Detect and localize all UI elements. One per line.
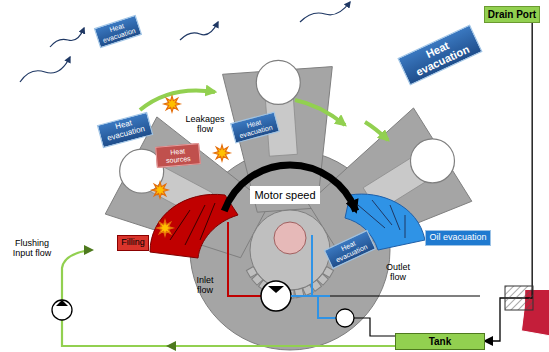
- heat-box: Heat evacuation: [397, 24, 482, 85]
- speed-box: Motor speed: [250, 186, 319, 204]
- heat-ray: [300, 2, 350, 22]
- node-text: Heat sources: [159, 147, 196, 165]
- node-text: Motor speed: [254, 189, 315, 201]
- oil-box: Oil evacuation: [425, 230, 490, 246]
- motor-symbol: [261, 281, 291, 311]
- leak-star: [164, 96, 180, 112]
- node-text: Oil evacuation: [429, 233, 486, 243]
- tank-box: Tank: [395, 333, 485, 350]
- leak-star: [214, 145, 230, 161]
- node-text: Heat evacuation: [99, 19, 138, 45]
- flush-pump-tri: [56, 300, 68, 306]
- leakage-arrow: [140, 90, 215, 110]
- node-text: Filling: [121, 238, 145, 248]
- leakage-arrow: [365, 122, 388, 140]
- flow-label: Outlet flow: [381, 262, 415, 283]
- oil-stream: [358, 205, 385, 228]
- flush-line: [62, 250, 398, 346]
- node-text: Heat evacuation: [402, 29, 477, 81]
- flow-label: Inlet flow: [190, 275, 220, 296]
- leakage-arrow: [295, 100, 345, 125]
- fill-stream: [185, 205, 205, 245]
- node-text: Tank: [399, 336, 481, 347]
- return-line: [354, 318, 395, 336]
- heat-ray: [50, 28, 84, 47]
- flow-label: Leakages flow: [182, 114, 228, 135]
- filling-box: Filling: [117, 235, 149, 251]
- inlet-line: [228, 222, 261, 296]
- source-box: Heat sources: [155, 143, 201, 168]
- filter-body: [505, 286, 533, 310]
- heat-ray: [20, 57, 70, 82]
- flush-arrow: [166, 341, 176, 351]
- rotation-arrow: [224, 165, 356, 211]
- oil-stream: [390, 205, 400, 230]
- node-text: Heat evacuation: [101, 116, 148, 144]
- port-box: Drain Port: [484, 6, 540, 23]
- motor-symbol-tri: [268, 286, 284, 293]
- shaft: [274, 222, 306, 254]
- leak-star: [157, 220, 173, 236]
- piston-roller: [410, 139, 454, 183]
- gear-body: [250, 210, 330, 290]
- leak-star: [152, 182, 168, 198]
- fill-stream: [170, 210, 190, 240]
- outlet-line: [330, 295, 480, 296]
- heat-ray: [180, 22, 218, 40]
- heat-box: Heat evacuation: [94, 15, 142, 49]
- flush-pump: [52, 300, 72, 320]
- fill-stream: [200, 203, 215, 240]
- drain-line: [485, 23, 532, 342]
- node-text: Drain Port: [488, 9, 536, 20]
- piston-roller: [256, 60, 300, 104]
- flow-label: Flushing Input flow: [7, 238, 57, 259]
- oil-stream: [405, 215, 406, 238]
- flush-arrow: [84, 245, 94, 255]
- oil-stream: [372, 200, 392, 225]
- pump-symbol: [336, 309, 354, 327]
